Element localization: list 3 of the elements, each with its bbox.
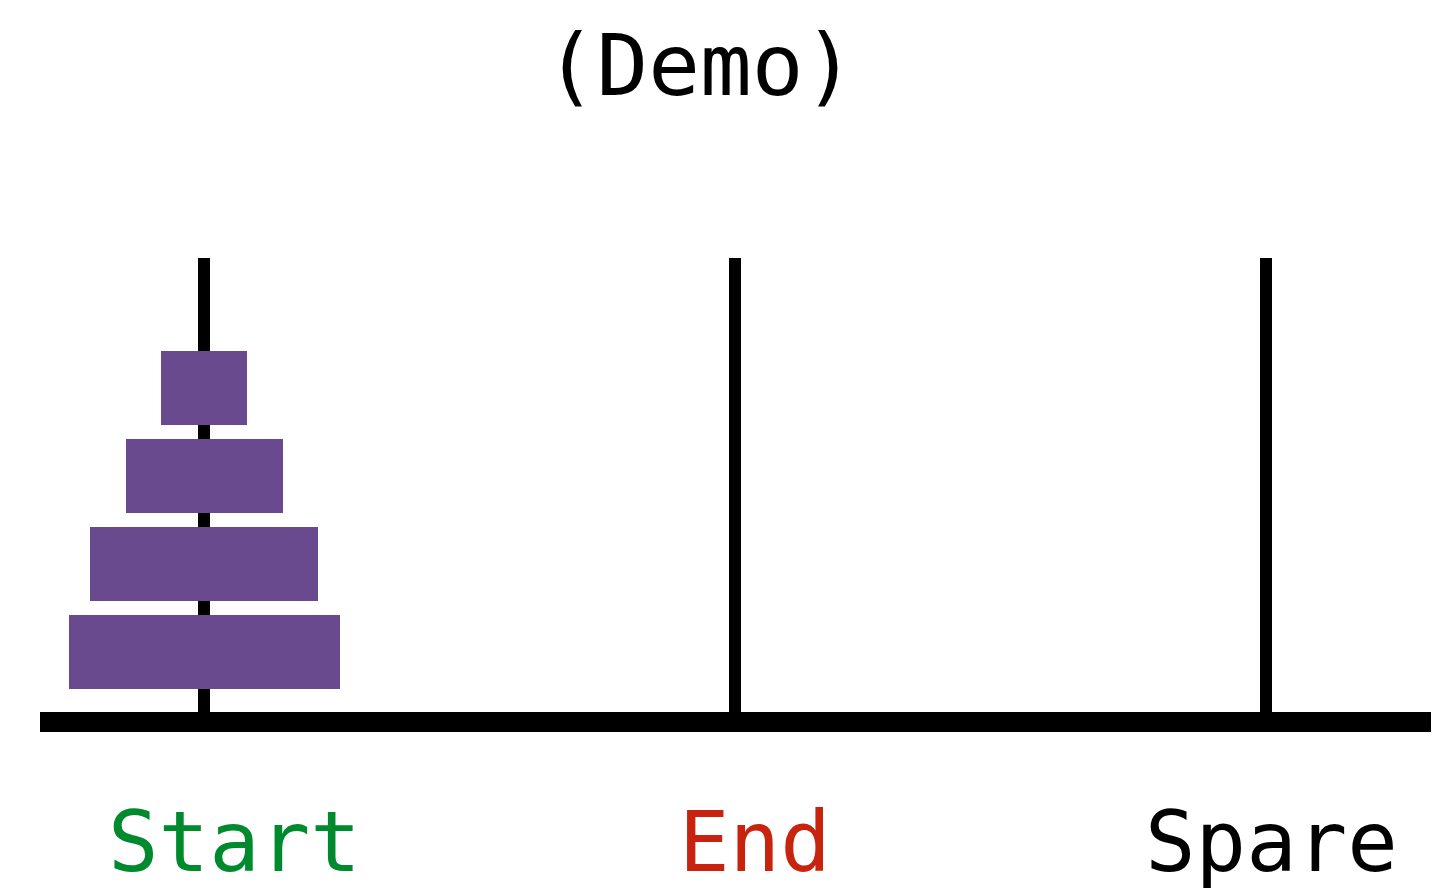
title: (Demo)	[543, 22, 857, 108]
peg-label: Start	[108, 800, 361, 884]
peg-label: End	[679, 800, 831, 884]
